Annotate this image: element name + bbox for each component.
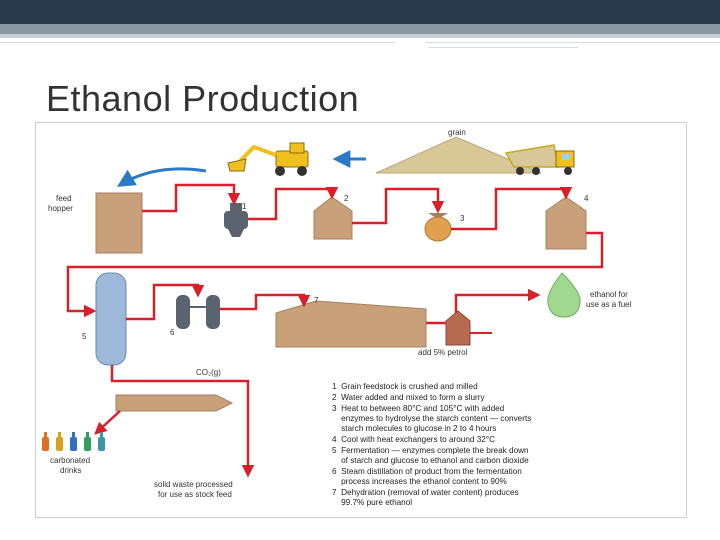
feed-hopper-label: feed: [56, 194, 72, 203]
loader-icon: [227, 142, 309, 176]
process-step: 4 Cool with heat exchangers to around 32…: [332, 435, 495, 444]
process-step: 7 Dehydration (removal of water content)…: [332, 488, 519, 497]
divider-line: [425, 42, 720, 43]
ethanol-flask-icon: [547, 272, 581, 318]
pipe: [110, 365, 232, 383]
dump-truck-icon: [504, 144, 575, 175]
pipe: [126, 283, 205, 321]
step-number-6: 6: [170, 328, 175, 337]
bottles-icon: [42, 432, 105, 451]
title-bar-accent: [0, 24, 720, 34]
process-step: 2 Water added and mixed to form a slurry: [332, 393, 486, 402]
carbonated-drinks-label: drinks: [60, 466, 81, 475]
pipe: [426, 288, 541, 325]
process-step: of starch and glucose to ethanol and car…: [332, 456, 529, 465]
process-step: enzymes to hydrolyse the starch content …: [332, 414, 531, 423]
pipe: [451, 187, 573, 231]
divider-line: [428, 47, 578, 48]
step-number-5: 5: [82, 332, 87, 341]
step-number-4: 4: [584, 194, 589, 203]
carbonated-drinks-label: carbonated: [50, 456, 90, 465]
pipe: [220, 293, 311, 311]
pipe: [352, 187, 445, 225]
process-step: 5 Fermentation — enzymes complete the br…: [332, 446, 529, 455]
slurry-vessel: [313, 196, 353, 240]
solid-waste-label: solid waste processed: [154, 480, 233, 489]
distillation-columns: [176, 295, 220, 329]
pipe: [142, 183, 241, 213]
feed-hopper-label: hopper: [48, 204, 73, 213]
pipe: [66, 231, 604, 318]
flow-arrow: [116, 167, 207, 187]
ethanol-process-diagram: grain feed hopper 1 2 3 4: [35, 122, 687, 518]
slide-title: Ethanol Production: [46, 78, 360, 119]
process-step: starch molecules to glucose in 2 to 4 ho…: [332, 424, 496, 433]
process-step: 1 Grain feedstock is crushed and milled: [332, 382, 478, 391]
pipe: [248, 187, 339, 221]
grain-label: grain: [448, 128, 466, 137]
cooling-vessel: [545, 196, 587, 250]
solid-waste-label: for use as stock feed: [158, 490, 232, 499]
dehydration-unit: [275, 300, 427, 348]
co2-label: CO₂(g): [196, 368, 221, 377]
process-steps-legend: 1 Grain feedstock is crushed and milled …: [332, 382, 531, 507]
step-number-2: 2: [344, 194, 349, 203]
add-petrol-label: add 5% petrol: [418, 348, 468, 357]
step-number-7: 7: [314, 296, 319, 305]
ethanol-fuel-label: ethanol for: [590, 290, 628, 299]
ethanol-fuel-label: use as a fuel: [586, 300, 632, 309]
process-step: 3 Heat to between 80°C and 105°C with ad…: [332, 404, 505, 413]
grain-pile: [375, 136, 542, 174]
process-step: 6 Steam distillation of product from the…: [332, 467, 522, 476]
divider-line: [0, 42, 395, 43]
pipe: [94, 410, 121, 435]
petrol-tank: [445, 310, 471, 346]
feed-hopper: [95, 192, 143, 254]
title-bar-highlight: [0, 34, 720, 38]
step-number-3: 3: [460, 214, 465, 223]
solid-waste-separator: [115, 394, 234, 412]
step-number-1: 1: [242, 202, 247, 211]
fermentation-column: [95, 272, 127, 366]
process-step: 99.7% pure ethanol: [332, 498, 412, 507]
title-bar: [0, 0, 720, 24]
process-step: process increases the ethanol content to…: [332, 477, 507, 486]
heating-tank: [424, 213, 452, 242]
mill-machine: [224, 203, 248, 237]
pipe: [232, 379, 255, 478]
